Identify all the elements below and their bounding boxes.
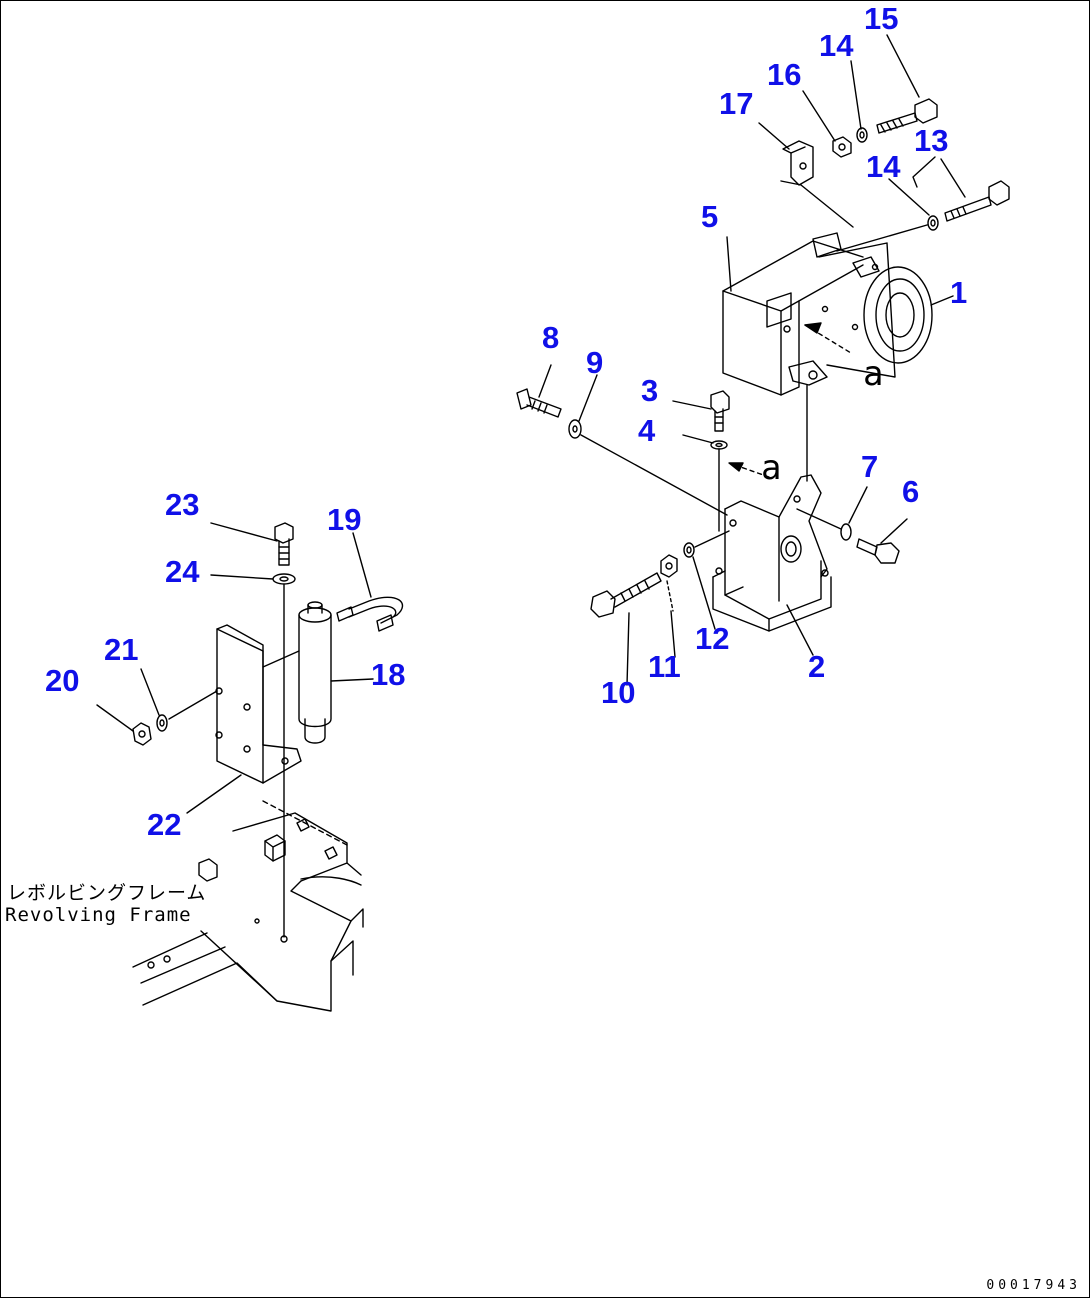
callout-22[interactable]: 22 — [147, 807, 182, 842]
washer-part-24 — [272, 573, 296, 585]
callout-21[interactable]: 21 — [104, 632, 139, 667]
washer-part-12 — [683, 542, 695, 558]
bolt-part-3 — [710, 390, 730, 432]
bracket-part-5 — [722, 232, 864, 482]
callout-4[interactable]: 4 — [638, 413, 656, 448]
callout-13[interactable]: 13 — [914, 123, 949, 158]
callout-leaders — [96, 34, 966, 814]
washer-part-21 — [156, 714, 168, 732]
drawing-number: 00017943 — [986, 1278, 1081, 1293]
washer-part-4 — [710, 440, 728, 450]
bolt-part-15 — [876, 98, 938, 134]
bolt-part-6 — [856, 538, 900, 564]
callout-16[interactable]: 16 — [767, 57, 802, 92]
callout-14-upper[interactable]: 14 — [819, 28, 854, 63]
callout-24[interactable]: 24 — [165, 554, 200, 589]
washer-part-14-lower — [927, 215, 939, 231]
callout-5[interactable]: 5 — [701, 199, 719, 234]
nut-part-11 — [660, 554, 678, 578]
view-marker-a-upper: a — [863, 354, 884, 394]
revolving-frame-drawing — [132, 800, 364, 1012]
callout-14-lower[interactable]: 14 — [866, 149, 901, 184]
callout-3[interactable]: 3 — [641, 373, 659, 408]
callout-6[interactable]: 6 — [902, 474, 920, 509]
callout-11[interactable]: 11 — [648, 649, 681, 684]
base-part-2 — [712, 474, 832, 632]
hose-part-19 — [336, 596, 404, 632]
callout-2[interactable]: 2 — [808, 649, 826, 684]
callout-19[interactable]: 19 — [327, 502, 362, 537]
bracket-part-17 — [782, 140, 814, 186]
washer-part-9 — [568, 419, 582, 439]
callout-17[interactable]: 17 — [719, 86, 754, 121]
callout-9[interactable]: 9 — [586, 345, 604, 380]
callout-10[interactable]: 10 — [601, 675, 636, 710]
unit-part-1 — [804, 242, 933, 378]
receiver-part-18 — [262, 601, 332, 744]
bolt-part-13 — [944, 180, 1010, 222]
callout-20[interactable]: 20 — [45, 663, 80, 698]
callout-7[interactable]: 7 — [861, 449, 879, 484]
view-marker-a-lower: a — [761, 448, 782, 488]
callout-15[interactable]: 15 — [864, 1, 899, 36]
callout-23[interactable]: 23 — [165, 487, 200, 522]
washer-part-7 — [840, 523, 852, 541]
nut-part-16 — [832, 136, 852, 158]
frame-label-japanese: レボルビングフレーム — [7, 882, 207, 904]
washer-part-14-top — [856, 127, 868, 143]
callout-12[interactable]: 12 — [695, 621, 730, 656]
callout-1[interactable]: 1 — [950, 275, 968, 310]
callout-18[interactable]: 18 — [371, 657, 406, 692]
bolt-part-8 — [516, 388, 562, 418]
bolt-part-23 — [274, 522, 294, 566]
bolt-part-10 — [590, 572, 662, 618]
nut-part-20 — [132, 722, 152, 746]
callout-8[interactable]: 8 — [542, 320, 560, 355]
frame-label-english: Revolving Frame — [5, 904, 192, 926]
bracket-part-22 — [215, 624, 302, 784]
